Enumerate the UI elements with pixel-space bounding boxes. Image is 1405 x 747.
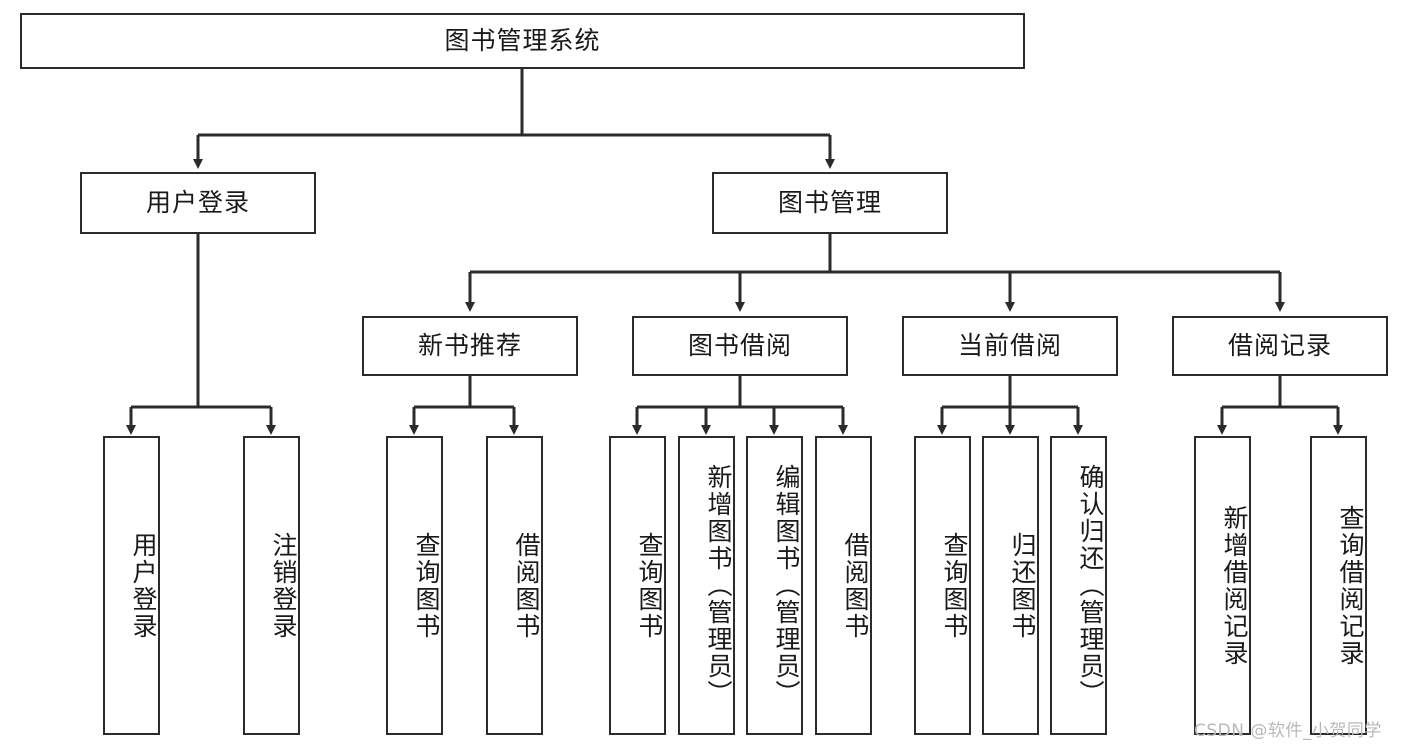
node-label: 查询图书 xyxy=(940,531,969,640)
node-leaf-user-login[interactable]: 用户登录 xyxy=(103,436,160,735)
node-borrow-records[interactable]: 借阅记录 xyxy=(1172,316,1388,376)
node-label: 当前借阅 xyxy=(957,331,1062,360)
node-leaf-add-borrow-record[interactable]: 新增借阅记录 xyxy=(1194,436,1251,735)
node-label: 注销登录 xyxy=(269,531,298,640)
node-user-login[interactable]: 用户登录 xyxy=(80,172,316,234)
node-book-borrow[interactable]: 图书借阅 xyxy=(632,316,848,376)
node-label: 归还图书 xyxy=(1008,531,1037,640)
node-label: 用户登录 xyxy=(145,188,250,217)
node-leaf-borrow-books-recommend[interactable]: 借阅图书 xyxy=(486,436,543,735)
node-label: 新增图书（管理员） xyxy=(704,464,733,707)
node-leaf-logout-login[interactable]: 注销登录 xyxy=(243,436,300,735)
node-leaf-query-books-recommend[interactable]: 查询图书 xyxy=(386,436,443,735)
node-label: 图书借阅 xyxy=(687,331,792,360)
node-leaf-query-borrow-record[interactable]: 查询借阅记录 xyxy=(1310,436,1367,735)
node-leaf-confirm-return-admin[interactable]: 确认归还（管理员） xyxy=(1050,436,1107,735)
node-book-management[interactable]: 图书管理 xyxy=(712,172,948,234)
node-label: 借阅记录 xyxy=(1227,331,1332,360)
node-current-borrow[interactable]: 当前借阅 xyxy=(902,316,1118,376)
node-label: 查询借阅记录 xyxy=(1336,504,1365,667)
node-leaf-return-books[interactable]: 归还图书 xyxy=(982,436,1039,735)
node-label: 查询图书 xyxy=(635,531,664,640)
node-label: 新增借阅记录 xyxy=(1220,504,1249,667)
node-leaf-query-books-current[interactable]: 查询图书 xyxy=(914,436,971,735)
node-label: 借阅图书 xyxy=(512,531,541,640)
node-new-book-recommend[interactable]: 新书推荐 xyxy=(362,316,578,376)
node-label: 确认归还（管理员） xyxy=(1076,464,1105,707)
node-root-library-system[interactable]: 图书管理系统 xyxy=(20,13,1025,69)
csdn-watermark: CSDN @软件_小贺同学 xyxy=(1194,721,1382,741)
node-label: 用户登录 xyxy=(129,531,158,640)
node-label: 图书管理 xyxy=(777,188,882,217)
node-label: 编辑图书（管理员） xyxy=(772,464,801,707)
node-leaf-query-books-borrow[interactable]: 查询图书 xyxy=(609,436,666,735)
node-label: 借阅图书 xyxy=(841,531,870,640)
node-leaf-borrow-books[interactable]: 借阅图书 xyxy=(815,436,872,735)
node-label: 新书推荐 xyxy=(417,331,522,360)
node-label: 查询图书 xyxy=(412,531,441,640)
node-leaf-add-book-admin[interactable]: 新增图书（管理员） xyxy=(678,436,735,735)
node-leaf-edit-book-admin[interactable]: 编辑图书（管理员） xyxy=(746,436,803,735)
node-label: 图书管理系统 xyxy=(444,26,601,55)
